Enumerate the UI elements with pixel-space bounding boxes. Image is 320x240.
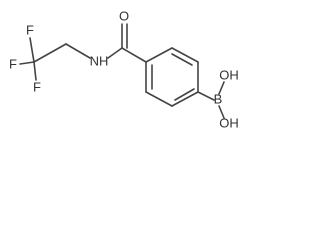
- ring-bond-6: [145, 47, 173, 63]
- bond-nh-carbonyl: [107, 47, 123, 59]
- molecule-svg: F F F NH O B OH OH: [9, 8, 239, 130]
- atom-b: B: [214, 91, 223, 106]
- atom-f-bottom: F: [33, 79, 41, 94]
- ring-double-3: [171, 53, 193, 66]
- trifluoromethyl-bonds: [19, 37, 91, 81]
- ring-double-2: [174, 88, 195, 101]
- amide-bonds: [107, 23, 147, 63]
- atom-f-left: F: [9, 56, 17, 71]
- bond-b-oh-upper: [218, 81, 225, 95]
- bond-c-f-top: [29, 37, 35, 63]
- bond-c-f-bottom: [33, 61, 37, 81]
- atom-nh: NH: [90, 53, 109, 68]
- benzene-ring: [145, 47, 199, 107]
- bond-cf3-ch2: [33, 43, 67, 63]
- bond-b-oh-lower: [218, 105, 225, 119]
- bond-c-f-left: [19, 61, 35, 65]
- structure-diagram: F F F NH O B OH OH: [0, 0, 246, 137]
- atom-f-top: F: [26, 22, 34, 37]
- atom-oh-upper: OH: [219, 67, 239, 82]
- boronic-acid-bonds: [197, 81, 225, 119]
- bond-carbonyl-ring: [121, 47, 147, 63]
- ring-bond-5: [171, 47, 199, 63]
- ring-bond-3: [171, 91, 199, 107]
- bond-ring-b: [197, 91, 215, 101]
- atom-oh-lower: OH: [219, 115, 239, 130]
- atom-o: O: [119, 8, 129, 23]
- bond-ch2-nh: [65, 43, 91, 59]
- ring-bond-2: [145, 91, 173, 107]
